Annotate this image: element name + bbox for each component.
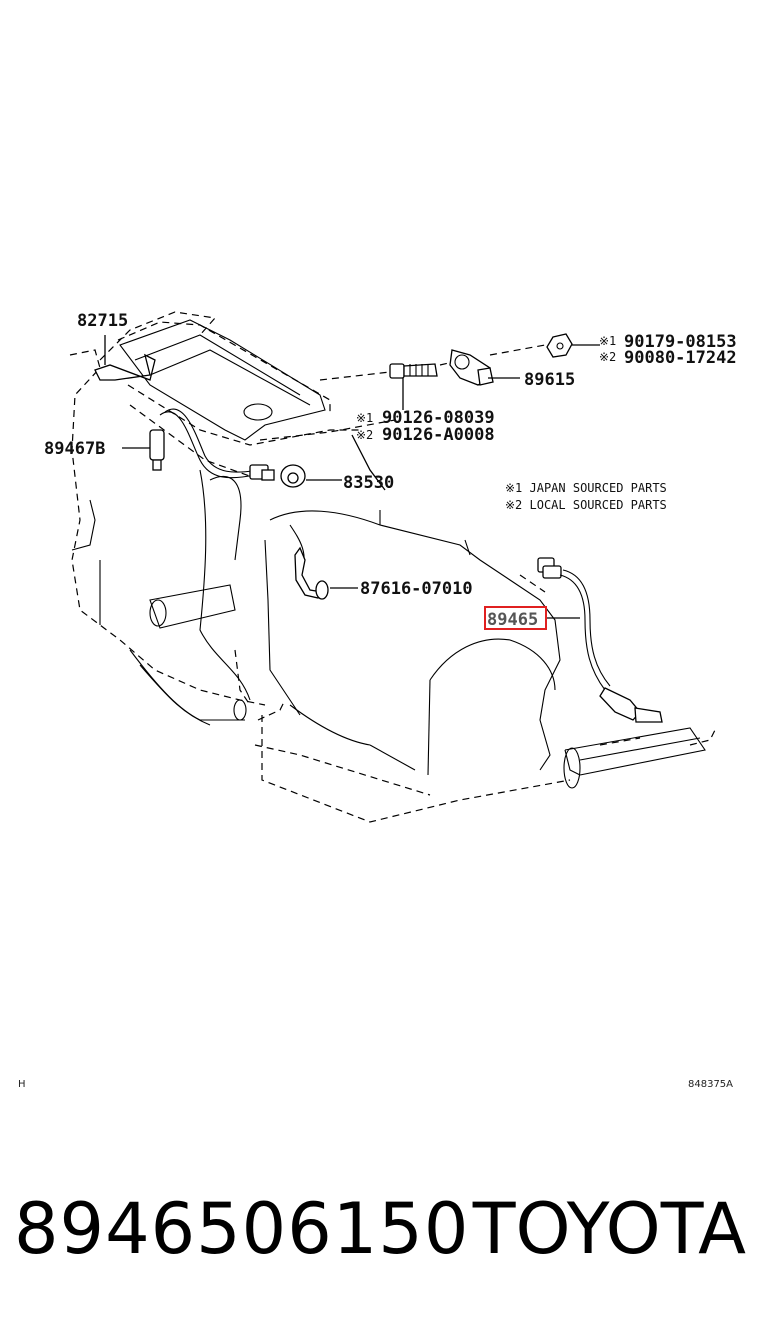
brand-name: TOYOTA (472, 1188, 746, 1270)
callout-83530[interactable]: 83530 (343, 473, 394, 493)
exhaust-pipe (563, 727, 706, 789)
callout-90126-a0008[interactable]: 90126-A0008 (382, 425, 495, 445)
engine-body (71, 319, 561, 776)
callout-90080-17242[interactable]: 90080-17242 (624, 348, 737, 368)
part-89465-oxygen-sensor (537, 557, 663, 723)
part-83530-switch (280, 464, 342, 488)
note-local-sourced: ※2 LOCAL SOURCED PARTS (505, 498, 667, 512)
callout-90179-08153[interactable]: 90179-08153 (624, 332, 737, 352)
part-87616-clip (294, 546, 358, 600)
engine-outline (69, 311, 716, 823)
callout-87616-07010[interactable]: 87616-07010 (360, 579, 473, 599)
diagram-code-label: 848375A (688, 1079, 733, 1090)
note-japan-sourced: ※1 JAPAN SOURCED PARTS (505, 481, 667, 495)
callout-89467b[interactable]: 89467B (44, 439, 105, 459)
mark-2-bolt: ※2 (356, 428, 373, 442)
corner-left-label: H (18, 1079, 26, 1090)
mark-1-nut: ※1 (599, 334, 616, 348)
part-89615-knock-sensor (449, 333, 600, 386)
bolt-90126 (351, 363, 438, 491)
mark-2-nut: ※2 (599, 350, 616, 364)
part-number: 8946506150 (14, 1188, 470, 1270)
callout-82715[interactable]: 82715 (77, 311, 128, 331)
callout-89615[interactable]: 89615 (524, 370, 575, 390)
part-82715-bracket (94, 335, 156, 381)
mark-1-bolt: ※1 (356, 411, 373, 425)
callout-89465[interactable]: 89465 (487, 610, 538, 630)
highlight-box-89465 (484, 606, 547, 630)
callout-90126-08039[interactable]: 90126-08039 (382, 408, 495, 428)
part-89467b-sensor (122, 408, 275, 481)
